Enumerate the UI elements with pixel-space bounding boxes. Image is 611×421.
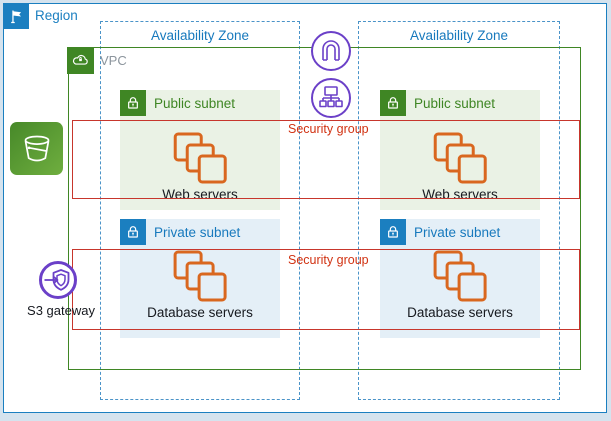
- security-group-label: Security group: [288, 253, 369, 267]
- s3-gateway-endpoint-icon: [39, 261, 77, 299]
- subnet-label: Private subnet: [414, 225, 501, 240]
- database-servers-group: Database servers: [147, 250, 253, 320]
- lock-icon: [120, 219, 146, 245]
- lock-icon: [120, 90, 146, 116]
- subnet-label: Private subnet: [154, 225, 241, 240]
- instances-icon: [173, 132, 227, 184]
- s3-gateway-label: S3 gateway: [27, 303, 95, 318]
- cloud-lock-icon: [67, 47, 94, 74]
- s3-bucket-icon: [10, 122, 63, 175]
- web-servers-group: Web servers: [162, 132, 238, 202]
- availability-zone-label: Availability Zone: [409, 28, 509, 43]
- internet-gateway-icon: [311, 31, 351, 71]
- vpc-label: VPC: [100, 53, 127, 68]
- private-subnet-az2: Private subnet Database servers: [380, 219, 540, 338]
- servers-label: Database servers: [147, 305, 253, 320]
- lock-icon: [380, 90, 406, 116]
- private-subnet-az1: Private subnet Database servers: [120, 219, 280, 338]
- region-label: Region: [35, 8, 78, 23]
- public-subnet-az2: Public subnet Web servers: [380, 90, 540, 210]
- subnet-label: Public subnet: [414, 96, 496, 111]
- security-group-label: Security group: [288, 122, 369, 136]
- servers-label: Database servers: [407, 305, 513, 320]
- security-group-web: [72, 120, 580, 199]
- database-servers-group: Database servers: [407, 250, 513, 320]
- availability-zone-2: Availability Zone: [358, 21, 560, 400]
- instances-icon: [433, 132, 487, 184]
- load-balancer-icon: [311, 78, 351, 118]
- instances-icon: [433, 250, 487, 302]
- public-subnet-az1: Public subnet Web servers: [120, 90, 280, 210]
- lock-icon: [380, 219, 406, 245]
- instances-icon: [173, 250, 227, 302]
- availability-zone-label: Availability Zone: [150, 28, 250, 43]
- availability-zone-1: Availability Zone: [100, 21, 300, 400]
- subnet-label: Public subnet: [154, 96, 236, 111]
- flag-icon: [3, 3, 29, 29]
